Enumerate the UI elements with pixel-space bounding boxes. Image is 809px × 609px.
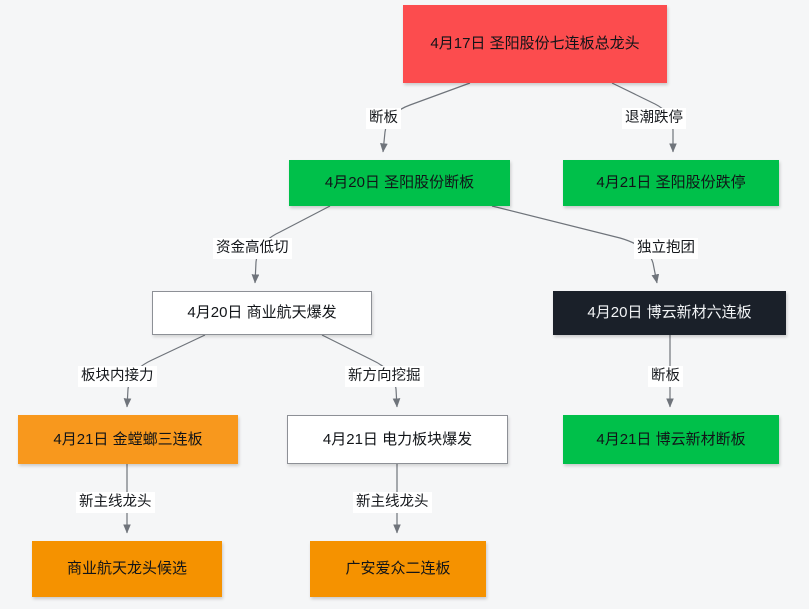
node-shengyang-limitdown[interactable]: 4月21日 圣阳股份跌停 bbox=[563, 160, 779, 206]
node-label: 4月20日 商业航天爆发 bbox=[187, 304, 337, 322]
edge-label-text: 独立抱团 bbox=[637, 240, 695, 256]
node-aerospace-leader-candidate[interactable]: 商业航天龙头候选 bbox=[32, 541, 222, 597]
node-label: 广安爱众二连板 bbox=[345, 560, 451, 578]
node-label: 4月20日 圣阳股份断板 bbox=[324, 174, 475, 192]
edge-label-text: 板块内接力 bbox=[81, 368, 154, 384]
edge-label-text: 资金高低切 bbox=[216, 240, 289, 256]
node-boyun-six-boards[interactable]: 4月20日 博云新材六连板 bbox=[553, 291, 786, 335]
edge-label-text: 新主线龙头 bbox=[356, 494, 429, 510]
edge-label-xinzhuxianlongtou-1: 新主线龙头 bbox=[76, 492, 155, 513]
edge-n2-n5 bbox=[491, 205, 660, 284]
node-label: 商业航天龙头候选 bbox=[66, 560, 187, 578]
node-boyun-break[interactable]: 4月21日 博云新材断板 bbox=[563, 415, 779, 464]
edge-label-duanban-2: 断板 bbox=[648, 366, 683, 387]
node-jintanglang-three-boards[interactable]: 4月21日 金螳螂三连板 bbox=[18, 415, 238, 464]
node-label: 4月21日 博云新材断板 bbox=[596, 430, 746, 448]
edge-label-bankuaineijieli: 板块内接力 bbox=[78, 366, 157, 387]
edge-label-zijingaodiqie: 资金高低切 bbox=[213, 238, 292, 259]
edge-label-xinfangxiangwajue: 新方向挖掘 bbox=[345, 366, 424, 387]
node-shengyang-break[interactable]: 4月20日 圣阳股份断板 bbox=[289, 160, 510, 206]
node-commercial-aerospace-burst[interactable]: 4月20日 商业航天爆发 bbox=[152, 291, 372, 335]
edge-label-text: 新主线龙头 bbox=[79, 494, 152, 510]
node-guangan-two-boards[interactable]: 广安爱众二连板 bbox=[310, 541, 486, 597]
edge-label-text: 退潮跌停 bbox=[625, 110, 683, 126]
edge-label-xinzhuxianlongtou-2: 新主线龙头 bbox=[353, 492, 432, 513]
node-shengyang-leader[interactable]: 4月17日 圣阳股份七连板总龙头 bbox=[403, 5, 667, 83]
edge-label-text: 断板 bbox=[651, 368, 680, 384]
node-label: 4月21日 金螳螂三连板 bbox=[53, 430, 203, 448]
node-label: 4月17日 圣阳股份七连板总龙头 bbox=[430, 35, 640, 53]
edge-label-text: 新方向挖掘 bbox=[348, 368, 421, 384]
edge-label-duanban-1: 断板 bbox=[366, 108, 401, 129]
edge-label-duliaotuan: 独立抱团 bbox=[634, 238, 698, 259]
node-label: 4月21日 圣阳股份跌停 bbox=[596, 174, 746, 192]
edge-label-tuichaodieting: 退潮跌停 bbox=[622, 108, 686, 129]
node-label: 4月21日 电力板块爆发 bbox=[322, 430, 473, 448]
edge-label-text: 断板 bbox=[369, 110, 398, 126]
node-power-sector-burst[interactable]: 4月21日 电力板块爆发 bbox=[287, 415, 508, 464]
node-label: 4月20日 博云新材六连板 bbox=[587, 304, 752, 322]
